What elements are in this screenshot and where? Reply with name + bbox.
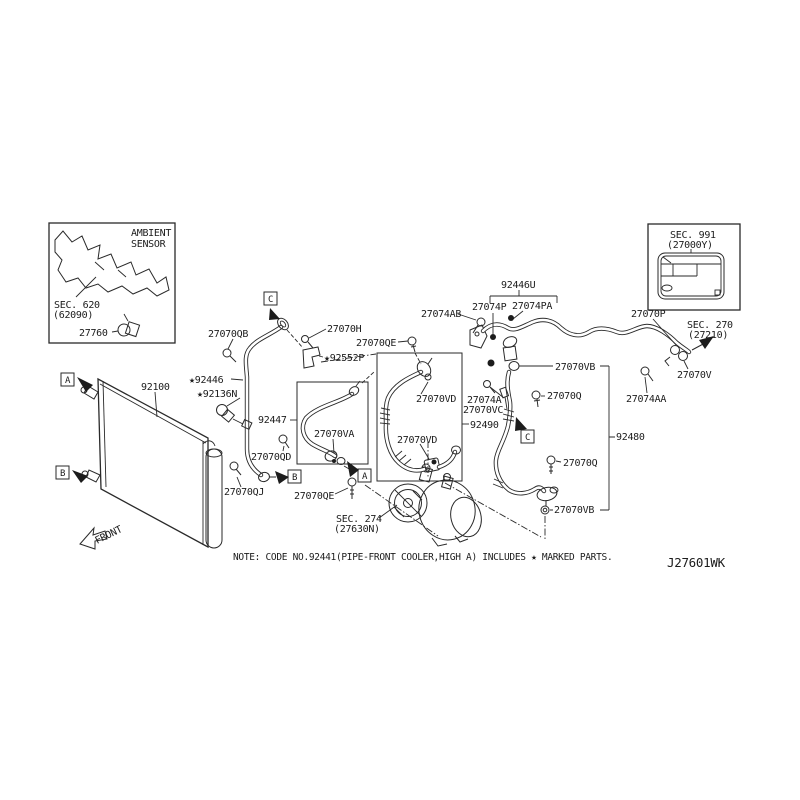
callout-c-right-letter: C <box>525 433 530 443</box>
connector-line-a <box>364 484 439 537</box>
part-92136n: ★92136N <box>197 389 237 400</box>
part-92100: 92100 <box>141 382 170 393</box>
part-27070v: 27070V <box>677 370 712 381</box>
sec620-code: (62090) <box>53 310 93 321</box>
part-27070qe-lower: 27070QE <box>294 491 334 502</box>
sec270-code: (27210) <box>688 330 728 341</box>
callout-c-top <box>263 291 280 320</box>
compressor-drawing <box>378 463 482 547</box>
sec991-box <box>647 223 741 311</box>
part-92480: 92480 <box>616 432 645 443</box>
part-27070vb-lower: 27070VB <box>554 505 594 516</box>
part-27070va: 27070VA <box>314 429 354 440</box>
ambient-title-2: SENSOR <box>131 239 167 250</box>
bolt-qe-lower <box>334 477 357 499</box>
pipe-92446-drawing <box>216 317 290 488</box>
part-27070vd-upper: 27070VD <box>416 394 456 405</box>
upper-joint-parts <box>286 328 377 369</box>
connector-line-b <box>444 482 542 538</box>
front-arrow <box>79 526 108 550</box>
part-27070qj: 27070QJ <box>224 487 264 498</box>
part-27760: 27760 <box>79 328 108 339</box>
part-27070qe-upper: 27070QE <box>356 338 396 349</box>
part-27070qd: 27070QD <box>251 452 291 463</box>
callout-c-right <box>515 417 535 444</box>
callout-b-right <box>275 469 302 484</box>
part-27070p: 27070P <box>631 309 666 320</box>
callout-a-left-letter: A <box>65 376 71 386</box>
callout-a-right-letter: A <box>362 472 368 482</box>
sec991-ref: SEC. 991 <box>670 230 716 241</box>
part-27070vb-upper: 27070VB <box>555 362 595 373</box>
condenser-drawing <box>80 377 223 549</box>
callout-a-left <box>60 372 93 392</box>
part-27070h: 27070H <box>327 324 362 335</box>
part-27074p: 27074P <box>472 302 507 313</box>
callout-c-top-letter: C <box>268 295 273 305</box>
sec991-code: (27000Y) <box>667 240 713 251</box>
part-27070qb: 27070QB <box>208 329 248 340</box>
part-27070q-lower: 27070Q <box>563 458 598 469</box>
labels: AMBIENT SENSOR SEC. 620 (62090) 27760 92… <box>53 228 733 570</box>
note-text: NOTE: CODE NO.92441(PIPE-FRONT COOLER,HI… <box>233 552 612 563</box>
callout-b-left <box>55 465 88 483</box>
sec270-ref: SEC. 270 <box>687 320 733 331</box>
part-92446u: 92446U <box>501 280 536 291</box>
part-27074aa: 27074AA <box>626 394 666 405</box>
pipe-92446u-drawing <box>457 290 714 515</box>
part-27074a: 27074A <box>467 395 502 406</box>
part-92446: ★92446 <box>189 375 224 386</box>
sec274-ref: SEC. 274 <box>336 514 382 525</box>
part-27070vd-lower: 27070VD <box>397 435 437 446</box>
part-27074pa: 27074PA <box>512 301 552 312</box>
sec274-code: (27630N) <box>334 524 380 535</box>
ambient-title-1: AMBIENT <box>131 228 171 239</box>
part-27070vc: 27070VC <box>463 405 503 416</box>
hose-92490-box <box>376 336 469 482</box>
part-27070q-upper: 27070Q <box>547 391 582 402</box>
part-92447: 92447 <box>258 415 287 426</box>
part-27074ab: 27074AB <box>421 309 461 320</box>
ambient-sensor-part <box>111 313 141 338</box>
part-92490: 92490 <box>470 420 499 431</box>
figure-code: J27601WK <box>667 555 726 570</box>
callout-b-left-letter: B <box>60 469 65 479</box>
ambient-sensor-box <box>48 222 176 344</box>
part-92552p: ★92552P <box>324 353 364 364</box>
sec620-ref: SEC. 620 <box>54 300 100 311</box>
hose-92447-box <box>290 371 375 471</box>
callout-b-right-letter: B <box>292 473 297 483</box>
front-label: FRONT <box>93 524 124 547</box>
callout-a-right <box>347 461 372 483</box>
